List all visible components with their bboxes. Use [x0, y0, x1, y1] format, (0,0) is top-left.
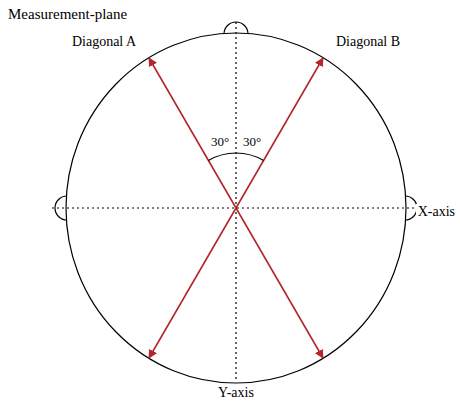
plane-title: Measurement-plane [6, 6, 129, 23]
diagonal-a-arrow [149, 58, 323, 358]
angle-label: 30° [209, 135, 231, 150]
angle-label: 30° [241, 135, 263, 150]
angle-arc [209, 153, 237, 160]
x-axis-line [52, 207, 416, 208]
y-axis-line [235, 22, 236, 380]
diagonal-label: Diagonal B [334, 34, 402, 50]
diagonal-label: Diagonal A [70, 34, 138, 50]
angle-arc [236, 153, 264, 160]
ear-outline [55, 196, 67, 220]
diagonal-b-arrow [149, 58, 323, 358]
axis-label: X-axis [416, 204, 457, 220]
axis-label: Y-axis [216, 385, 256, 401]
